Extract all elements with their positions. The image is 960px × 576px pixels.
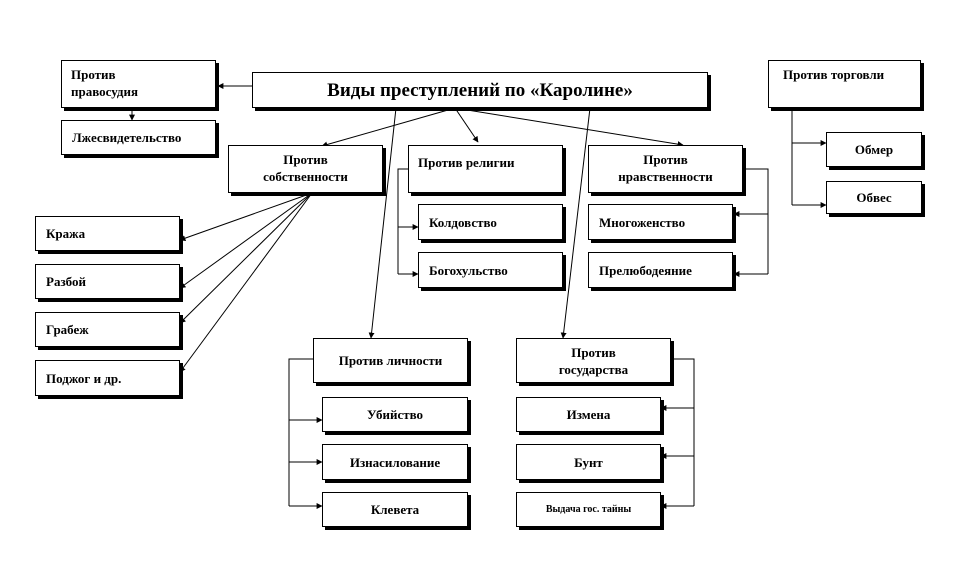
diagram-title-text: Виды преступлений по «Каролине» (327, 79, 633, 101)
node-property-label: Против собственности (263, 152, 348, 184)
node-mismeasure: Обмер (826, 132, 922, 167)
arrow-property-to-plunder (179, 192, 313, 324)
node-justice-label: Против правосудия (71, 67, 139, 99)
arrow-title-to-person (368, 107, 397, 339)
arrow-title-to-religion (454, 107, 479, 143)
node-person-label: Против личности (338, 353, 443, 368)
node-rebellion: Бунт (516, 444, 661, 480)
bracket-person (288, 358, 313, 506)
node-false-testimony: Лжесвидетельство (61, 120, 216, 155)
node-rebellion-label: Бунт (574, 454, 603, 470)
diagram-title: Виды преступлений по «Каролине» (252, 72, 708, 108)
node-morality: Против нравственности (588, 145, 743, 193)
node-blasphemy: Богохульство (418, 252, 563, 288)
node-person: Против личности (313, 338, 468, 383)
arrow-property-to-robbery (179, 192, 313, 289)
node-adultery-label: Прелюбодеяние (599, 262, 692, 278)
node-mismeasure-label: Обмер (854, 142, 894, 157)
node-polygamy-label: Многоженство (599, 214, 686, 230)
node-treason: Измена (516, 397, 661, 432)
node-theft: Кража (35, 216, 180, 251)
node-state: Против государства (516, 338, 671, 383)
node-murder: Убийство (322, 397, 468, 432)
node-arson: Поджог и др. (35, 360, 180, 396)
node-religion: Против религии (408, 145, 563, 193)
node-slander: Клевета (322, 492, 468, 527)
node-false-testimony-label: Лжесвидетельство (72, 130, 182, 145)
arrow-property-to-theft (179, 192, 313, 242)
node-theft-label: Кража (46, 226, 86, 241)
node-polygamy: Многоженство (588, 204, 733, 240)
node-rape-label: Изнасилование (349, 454, 441, 470)
node-treason-label: Измена (566, 407, 611, 422)
node-trade: Против торговли (768, 60, 921, 108)
arrow-title-to-property (321, 107, 456, 148)
node-state-label: Против государства (558, 345, 629, 377)
node-arson-label: Поджог и др. (46, 370, 122, 386)
node-rape: Изнасилование (322, 444, 468, 480)
node-justice: Против правосудия (61, 60, 216, 108)
node-plunder: Грабеж (35, 312, 180, 347)
node-slander-label: Клевета (370, 502, 420, 517)
node-robbery-label: Разбой (46, 274, 86, 289)
arrow-title-to-state (560, 107, 591, 339)
arrow-property-to-arson (179, 192, 313, 373)
bracket-morality (743, 168, 769, 274)
node-misweigh-label: Обвес (856, 190, 892, 205)
node-religion-label: Против религии (418, 155, 515, 170)
bracket-state (671, 358, 695, 506)
node-state-secrets-label: Выдача гос. тайны (545, 504, 632, 515)
arrow-title-to-morality (454, 107, 684, 148)
node-witchcraft-label: Колдовство (429, 214, 497, 230)
node-murder-label: Убийство (366, 407, 424, 422)
node-witchcraft: Колдовство (418, 204, 563, 240)
node-morality-label: Против нравственности (618, 152, 713, 184)
node-misweigh: Обвес (826, 181, 922, 214)
node-plunder-label: Грабеж (46, 322, 89, 337)
node-state-secrets: Выдача гос. тайны (516, 492, 661, 527)
node-robbery: Разбой (35, 264, 180, 299)
node-property: Против собственности (228, 145, 383, 193)
bracket-religion (397, 168, 408, 274)
node-adultery: Прелюбодеяние (588, 252, 733, 288)
node-trade-label: Против торговли (783, 67, 885, 82)
node-blasphemy-label: Богохульство (429, 262, 508, 278)
